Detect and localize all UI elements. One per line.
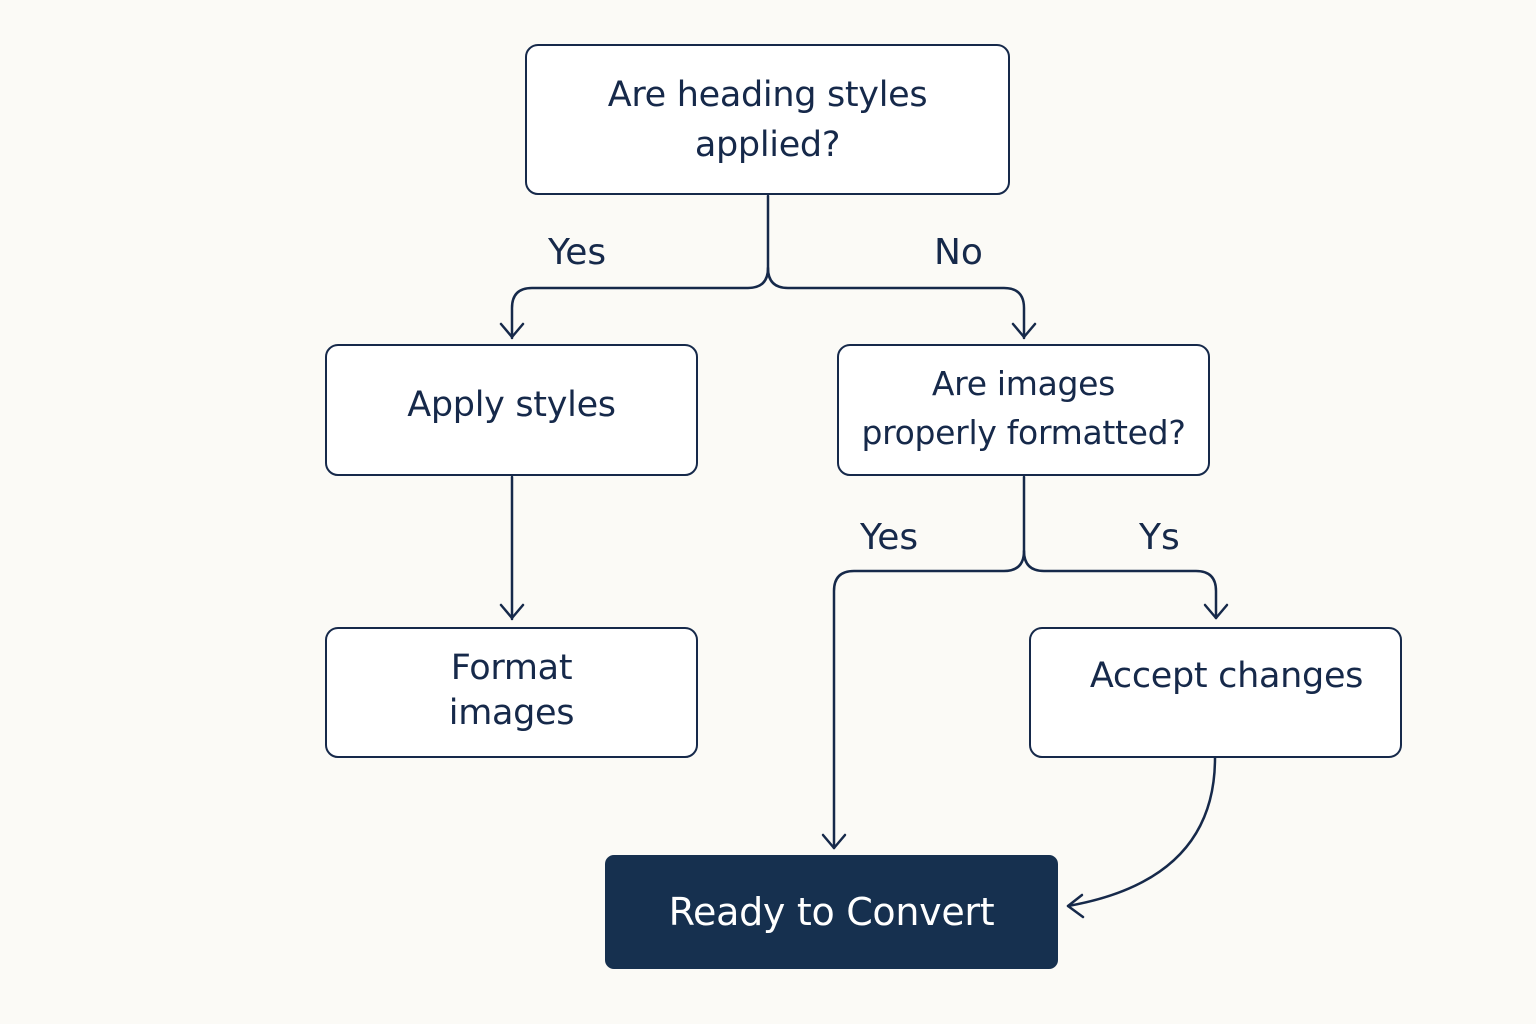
accept-changes-label: Accept changes bbox=[1089, 655, 1364, 696]
edge-images-to-ready bbox=[832, 475, 1026, 850]
apply-styles-label: Apply styles bbox=[407, 385, 616, 426]
heading-styles-question-line-1: Are heading styles bbox=[607, 74, 928, 115]
images-question-line-1: Are images bbox=[931, 363, 1116, 403]
apply-styles-box: Apply styles bbox=[325, 344, 698, 476]
arrowhead-apply-styles bbox=[499, 322, 525, 339]
ready-to-convert-terminal: Ready to Convert bbox=[605, 855, 1058, 969]
edge-accept-to-ready bbox=[1066, 756, 1217, 908]
edge-label-images-yes: Yes bbox=[860, 517, 919, 558]
heading-styles-question-line-2: applied? bbox=[694, 124, 841, 165]
edge-heading-to-apply-styles bbox=[510, 194, 770, 340]
format-images-line-1: Format bbox=[450, 648, 573, 689]
images-question-line-2: properly formatted? bbox=[861, 413, 1186, 452]
format-images-box: Format images bbox=[325, 627, 698, 758]
format-images-line-2: images bbox=[448, 692, 575, 733]
edge-label-heading-yes: Yes bbox=[548, 232, 607, 273]
arrowhead-images-question bbox=[1011, 322, 1037, 339]
ready-to-convert-label: Ready to Convert bbox=[668, 890, 995, 935]
arrowhead-format-images bbox=[499, 603, 525, 620]
edge-label-images-other: Ys bbox=[1139, 517, 1180, 558]
edge-label-heading-no: No bbox=[934, 232, 983, 273]
accept-changes-box: Accept changes bbox=[1029, 627, 1402, 758]
edge-heading-to-images-question bbox=[766, 266, 1026, 340]
arrowhead-accept-changes bbox=[1203, 603, 1229, 620]
arrowhead-ready-from-left bbox=[821, 833, 847, 850]
images-formatted-decision-box: Are images properly formatted? bbox=[837, 344, 1210, 476]
arrowhead-ready-from-right bbox=[1066, 893, 1085, 919]
edge-images-to-accept-changes bbox=[1022, 549, 1218, 620]
heading-styles-decision-box: Are heading styles applied? bbox=[525, 44, 1010, 195]
